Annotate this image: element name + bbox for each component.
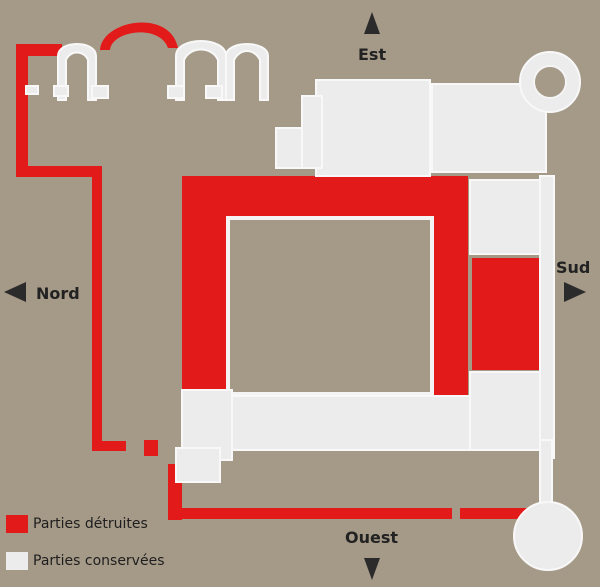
legend-label-destroyed: Parties détruites — [33, 516, 148, 532]
preserved-apse-chapel-3 — [225, 43, 269, 101]
destroyed-apse-arc — [100, 22, 178, 50]
tower-interior — [533, 65, 567, 99]
compass-arrows — [4, 12, 586, 580]
legend-swatch-preserved — [6, 552, 28, 570]
pillar — [25, 85, 39, 95]
destroyed-west-wall — [168, 508, 452, 519]
preserved-west-gallery — [229, 395, 471, 451]
compass-east-label: Est — [358, 45, 387, 64]
legend-label-preserved: Parties conservées — [33, 553, 165, 569]
preserved-south-room-lower — [469, 371, 551, 451]
cloister-courtyard — [226, 216, 434, 396]
destroyed-east-gallery — [182, 176, 468, 218]
destroyed-south-room — [472, 258, 540, 370]
legend-swatch-destroyed — [6, 515, 28, 533]
pillar — [205, 85, 223, 99]
compass-west-label: Ouest — [345, 528, 399, 547]
destroyed-north-corridor-wall — [92, 166, 102, 451]
legend-item-destroyed: Parties détruites — [6, 515, 148, 533]
preserved-south-room-upper — [469, 179, 551, 255]
compass-south-label: Sud — [556, 258, 591, 277]
destroyed-apse-base — [16, 44, 62, 56]
arrow-right-icon — [564, 282, 586, 302]
destroyed-north-gallery — [182, 176, 228, 394]
destroyed-north-corridor-foot — [92, 441, 126, 451]
pillar — [91, 85, 109, 99]
destroyed-small-block — [144, 440, 158, 456]
destroyed-west-wall-end — [460, 508, 530, 519]
destroyed-west-wall-upper — [16, 48, 28, 176]
preserved-east-room-1 — [315, 79, 431, 177]
arrow-up-icon — [364, 12, 380, 34]
preserved-west-porch — [175, 447, 221, 483]
preserved-round-tower-southwest — [513, 501, 583, 571]
pillar — [53, 85, 69, 97]
arrow-down-icon — [364, 558, 380, 580]
destroyed-north-link — [16, 166, 102, 177]
preserved-south-wall — [539, 175, 555, 459]
legend-item-preserved: Parties conservées — [6, 552, 165, 570]
compass-north-label: Nord — [36, 284, 80, 303]
destroyed-south-gallery — [432, 176, 468, 396]
preserved-parts — [25, 40, 583, 571]
pillar — [167, 85, 185, 99]
preserved-east-passage — [301, 95, 323, 169]
arrow-left-icon — [4, 282, 26, 302]
